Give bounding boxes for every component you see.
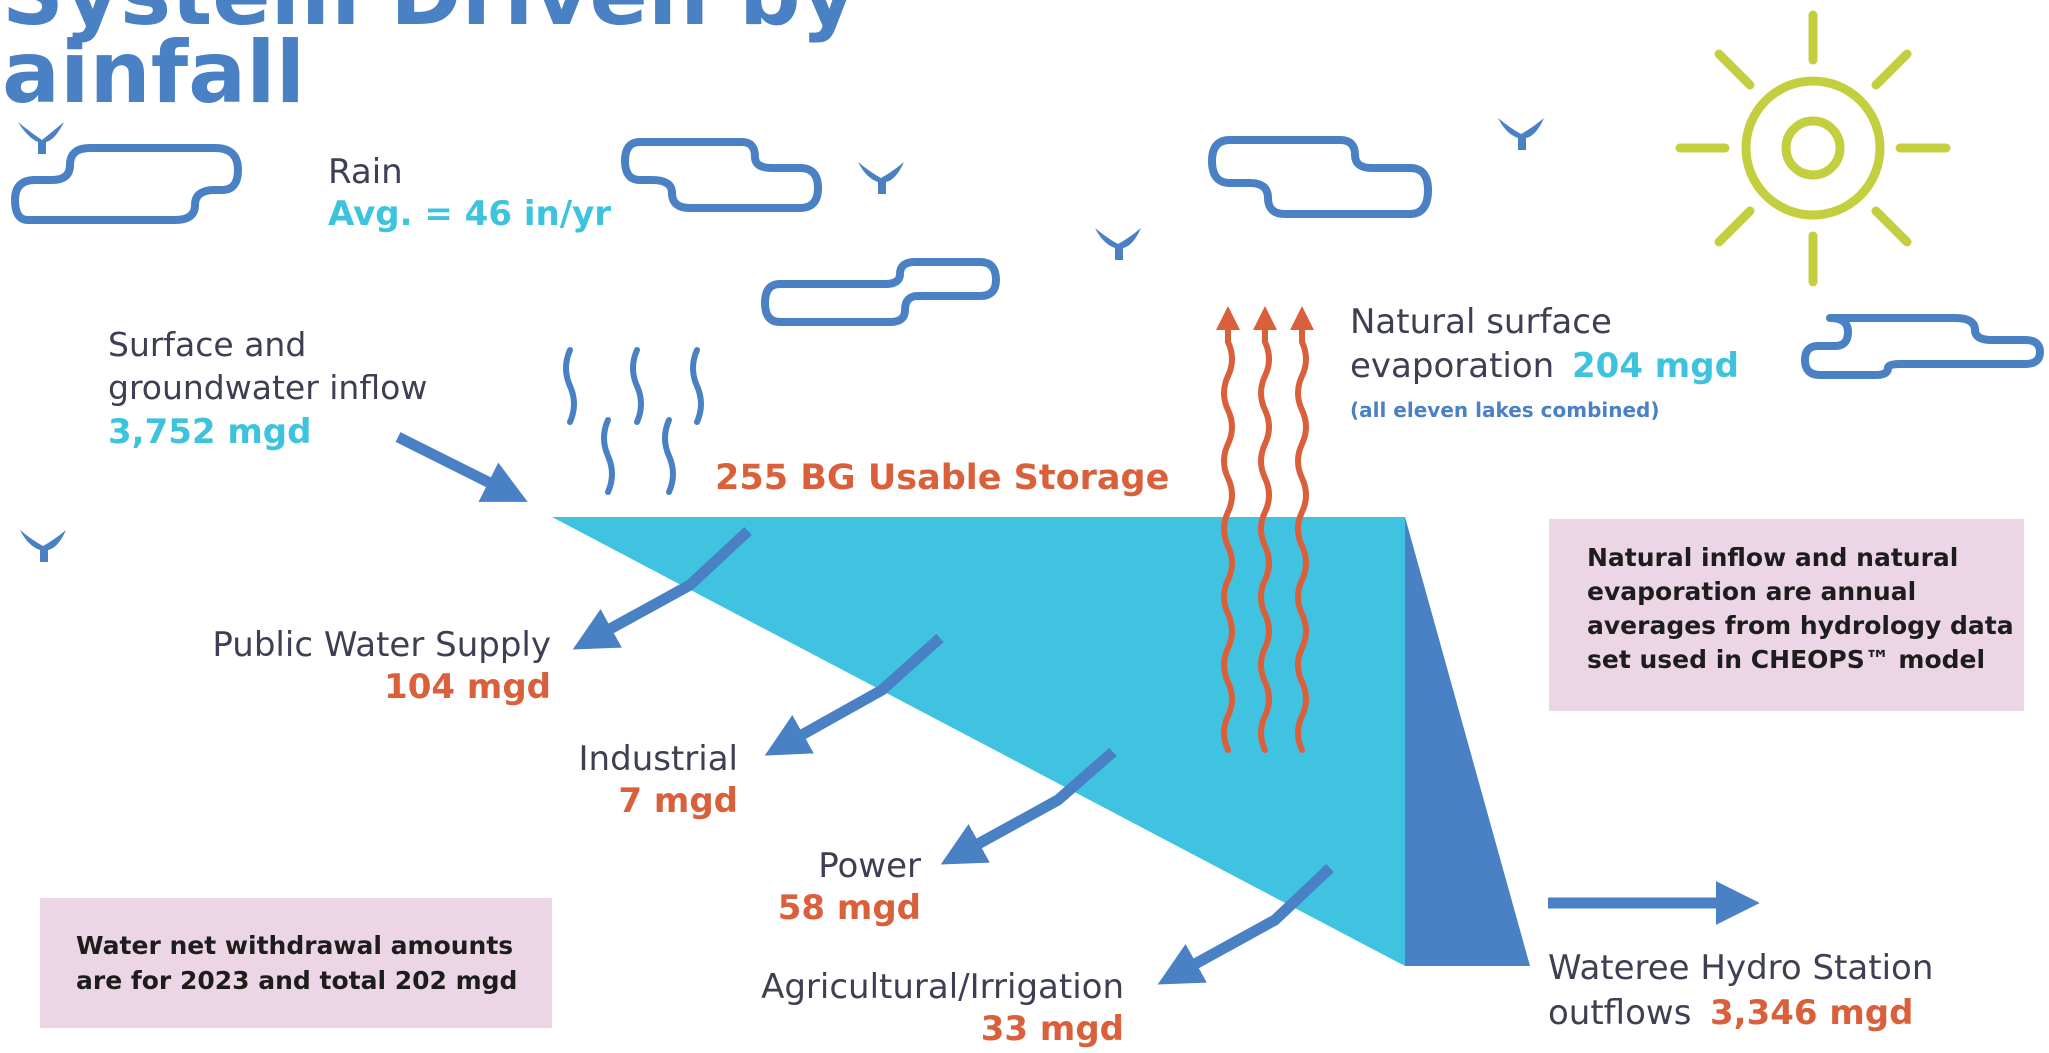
- evaporation-arrow-icon: [1290, 306, 1314, 753]
- inflow-label-line2: groundwater inflow: [108, 368, 428, 407]
- storage-label: 255 BG Usable Storage: [715, 458, 1170, 498]
- inflow-value: 3,752 mgd: [108, 412, 312, 452]
- withdrawal-label: Power: [818, 846, 921, 886]
- evaporation-label-line2: evaporation: [1350, 346, 1555, 386]
- cloud-icon: [1208, 136, 1432, 218]
- withdrawal-value: 33 mgd: [980, 1009, 1124, 1049]
- page-title-line1: System Driven by: [2, 0, 857, 38]
- flow-arrow-icon: [1157, 864, 1334, 985]
- rain-wave-icon: [690, 347, 704, 425]
- rain-wave-icon: [563, 347, 577, 425]
- flow-arrow-icon: [395, 432, 528, 502]
- rain-wave-icon: [630, 347, 644, 425]
- rain-label: Rain: [328, 152, 403, 192]
- outflow-label-line2: outflows: [1548, 993, 1692, 1033]
- evaporation-value: 204 mgd: [1572, 346, 1739, 386]
- cloud-icon: [1801, 314, 2044, 379]
- sun-icon: [1675, 10, 1951, 287]
- reservoir-water: [552, 517, 1405, 966]
- note-line: set used in CHEOPS™ model: [1587, 645, 1986, 674]
- withdrawal-label: Industrial: [578, 739, 738, 779]
- note-line: evaporation are annual: [1587, 577, 1917, 606]
- dam: [1405, 517, 1530, 966]
- rain-value: Avg. = 46 in/yr: [328, 194, 612, 234]
- note-line: are for 2023 and total 202 mgd: [76, 966, 518, 995]
- page-title-line2: ainfall: [2, 23, 306, 123]
- bird-icon: [18, 122, 64, 154]
- withdrawal-value: 7 mgd: [618, 781, 738, 821]
- withdrawal-value: 104 mgd: [384, 667, 551, 707]
- withdrawal-label: Public Water Supply: [212, 625, 551, 665]
- evaporation-note: (all eleven lakes combined): [1350, 398, 1660, 422]
- withdrawal-label: Agricultural/Irrigation: [761, 967, 1124, 1007]
- withdrawal-value: 58 mgd: [777, 888, 921, 928]
- outflow-label-line1: Wateree Hydro Station: [1548, 948, 1934, 988]
- evaporation-arrow-icon: [1216, 306, 1240, 753]
- note-line: Water net withdrawal amounts: [76, 931, 514, 960]
- bird-icon: [858, 162, 904, 194]
- inflow-label-line1: Surface and: [108, 325, 307, 364]
- hydrology-note: Natural inflow and natural evaporation a…: [1549, 519, 2024, 711]
- outflow-value: 3,346 mgd: [1710, 993, 1914, 1033]
- flow-arrow-icon: [940, 747, 1117, 865]
- bird-icon: [20, 530, 66, 562]
- cloud-icon: [761, 258, 1000, 326]
- withdrawal-agricultural-irrigation: Agricultural/Irrigation 33 mgd: [761, 966, 1124, 1050]
- note-line: averages from hydrology data: [1587, 611, 2014, 640]
- cloud-icon: [621, 138, 822, 212]
- withdrawal-public-water-supply: Public Water Supply 104 mgd: [212, 624, 551, 708]
- cloud-icon: [11, 144, 242, 224]
- withdrawal-note: Water net withdrawal amounts are for 202…: [40, 898, 552, 1028]
- bird-icon: [1095, 228, 1141, 260]
- evaporation-arrow-icon: [1253, 306, 1277, 753]
- rain-wave-icon: [662, 417, 676, 495]
- evaporation-label-line1: Natural surface: [1350, 302, 1612, 342]
- bird-icon: [1498, 118, 1544, 150]
- rain-wave-icon: [601, 417, 615, 495]
- withdrawal-power: Power 58 mgd: [778, 845, 921, 929]
- flow-arrow-icon: [764, 633, 944, 756]
- note-line: Natural inflow and natural: [1587, 543, 1959, 572]
- withdrawal-industrial: Industrial 7 mgd: [579, 738, 738, 822]
- flow-arrow-icon: [572, 526, 752, 650]
